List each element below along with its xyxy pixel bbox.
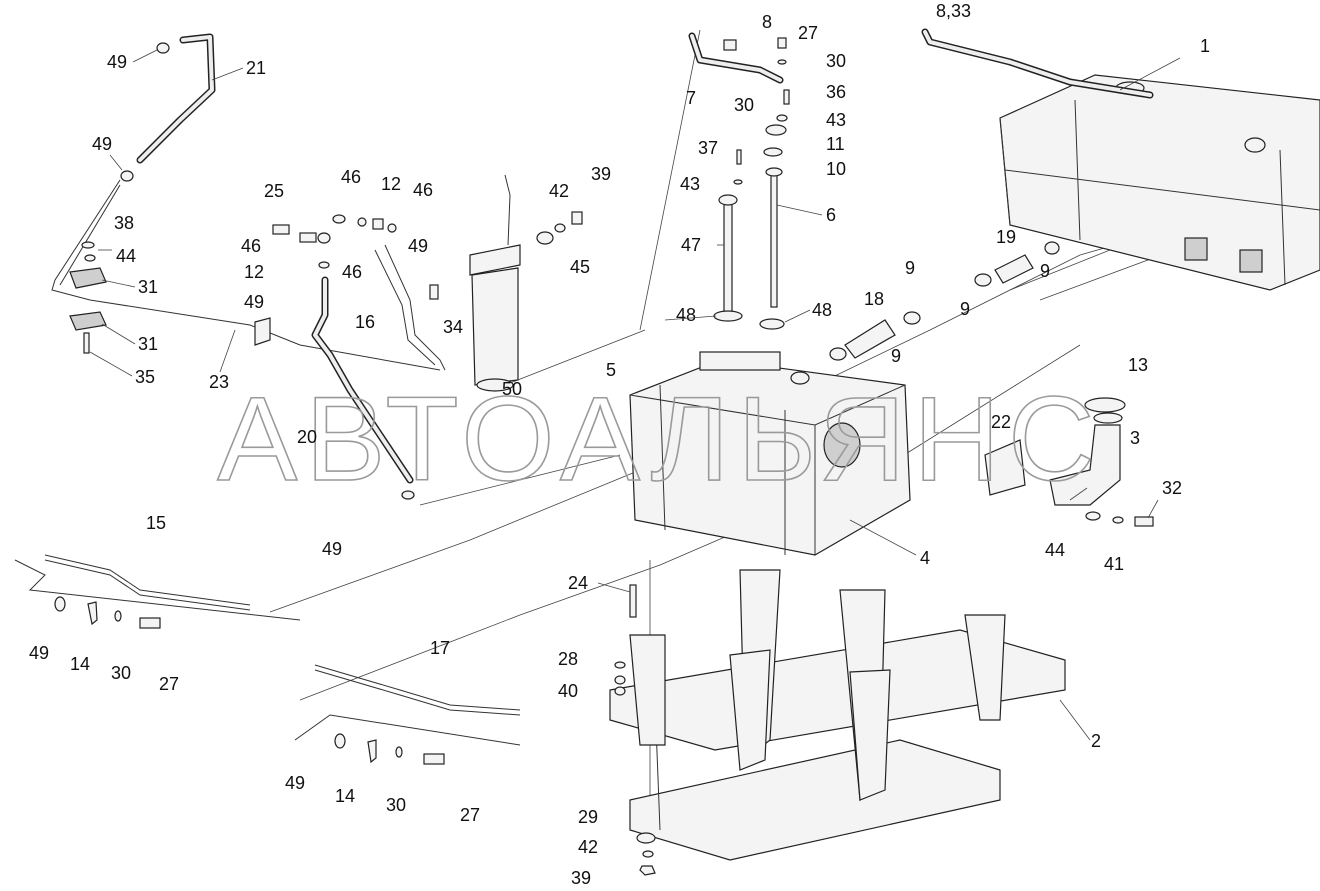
- fuel-level-sensor-rods: [713, 167, 785, 330]
- callout-label: 39: [571, 868, 591, 888]
- callout-label: 48: [812, 300, 832, 320]
- left-fittings: [69, 42, 439, 500]
- callout-label: 12: [381, 174, 401, 194]
- callout-label: 28: [558, 649, 578, 669]
- callout-label: 25: [264, 181, 284, 201]
- callout-label: 49: [408, 236, 428, 256]
- callout-label: 36: [826, 82, 846, 102]
- callout-label: 47: [681, 235, 701, 255]
- callout-label: 16: [355, 312, 375, 332]
- callout-label: 27: [798, 23, 818, 43]
- callout-label: 49: [244, 292, 264, 312]
- fuel-tank-right: [999, 74, 1320, 291]
- callout-label: 19: [996, 227, 1016, 247]
- filler-neck-assembly: [984, 397, 1154, 527]
- callout-label: 30: [386, 795, 406, 815]
- frame-fasteners: [614, 584, 656, 876]
- callout-label: 46: [413, 180, 433, 200]
- callout-label: 2: [1091, 731, 1101, 751]
- fill-hoses: [829, 241, 1060, 361]
- callout-label: 9: [891, 346, 901, 366]
- callout-label: 22: [991, 412, 1011, 432]
- callout-label: 34: [443, 317, 463, 337]
- callout-label: 31: [138, 277, 158, 297]
- callout-label: 4: [920, 548, 930, 568]
- callout-label: 46: [342, 262, 362, 282]
- callout-label: 41: [1104, 554, 1124, 574]
- callout-label: 5: [606, 360, 616, 380]
- callout-label: 30: [111, 663, 131, 683]
- return-lines-lower: [14, 554, 521, 765]
- callout-label: 17: [430, 638, 450, 658]
- callout-label: 18: [864, 289, 884, 309]
- callout-labels: 49 21 49 38 44 31 31 35 23 25 46 12 46 4…: [29, 1, 1210, 888]
- tank-mounting-frame: [609, 569, 1066, 861]
- callout-label: 20: [297, 427, 317, 447]
- callout-label: 50: [502, 379, 522, 399]
- callout-label: 9: [905, 258, 915, 278]
- callout-label: 13: [1128, 355, 1148, 375]
- callout-label: 45: [570, 257, 590, 277]
- sensor-hardware-stack: [688, 32, 790, 185]
- fuel-tank-center: [629, 351, 911, 556]
- callout-label: 40: [558, 681, 578, 701]
- callout-label: 11: [826, 134, 845, 154]
- callout-label: 30: [826, 51, 846, 71]
- callout-label: 46: [341, 167, 361, 187]
- callout-label: 1: [1200, 36, 1210, 56]
- callout-label: 8: [762, 12, 772, 32]
- callout-label: 38: [114, 213, 134, 233]
- callout-label: 9: [960, 299, 970, 319]
- callout-label: 49: [29, 643, 49, 663]
- callout-label: 15: [146, 513, 166, 533]
- callout-label: 3: [1130, 428, 1140, 448]
- callout-label: 44: [116, 246, 136, 266]
- callout-label: 42: [549, 181, 569, 201]
- callout-label: 42: [578, 837, 598, 857]
- callout-label: 49: [322, 539, 342, 559]
- callout-label: 43: [826, 110, 846, 130]
- fuel-lines-left: [51, 33, 446, 484]
- callout-label: 29: [578, 807, 598, 827]
- callout-label: 43: [680, 174, 700, 194]
- callout-label: 48: [676, 305, 696, 325]
- callout-label: 30: [734, 95, 754, 115]
- callout-leaders: [89, 49, 1181, 741]
- callout-label: 10: [826, 159, 846, 179]
- callout-label: 14: [335, 786, 355, 806]
- callout-label: 44: [1045, 540, 1065, 560]
- callout-label: 46: [241, 236, 261, 256]
- callout-label: 49: [285, 773, 305, 793]
- callout-label: 27: [460, 805, 480, 825]
- callout-label: 37: [698, 138, 718, 158]
- callout-label: 8,33: [936, 1, 971, 21]
- callout-label: 14: [70, 654, 90, 674]
- callout-label: 27: [159, 674, 179, 694]
- callout-label: 21: [246, 58, 266, 78]
- callout-label: 49: [107, 52, 127, 72]
- callout-label: 24: [568, 573, 588, 593]
- callout-label: 31: [138, 334, 158, 354]
- callout-label: 49: [92, 134, 112, 154]
- callout-label: 7: [686, 88, 696, 108]
- callout-label: 35: [135, 367, 155, 387]
- callout-label: 9: [1040, 261, 1050, 281]
- fuel-filter: [469, 174, 583, 392]
- callout-label: 39: [591, 164, 611, 184]
- breather-line-right: [921, 28, 1154, 99]
- watermark-text: АВТОАЛЬЯНС: [217, 372, 1102, 506]
- callout-label: 12: [244, 262, 264, 282]
- callout-label: 23: [209, 372, 229, 392]
- callout-label: 6: [826, 205, 836, 225]
- callout-label: 32: [1162, 478, 1182, 498]
